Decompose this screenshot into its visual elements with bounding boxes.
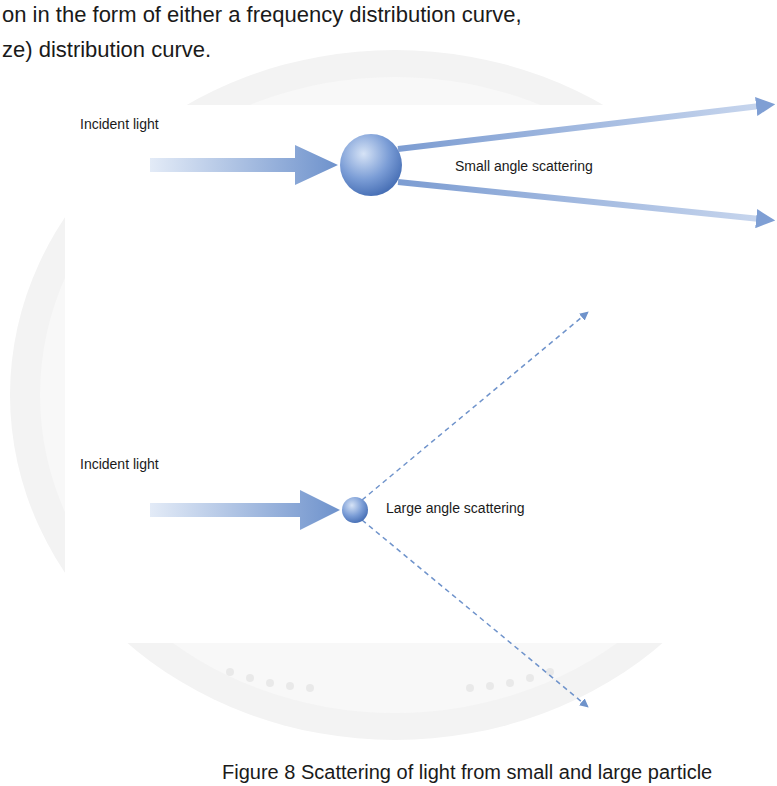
body-text: ze) distribution curve. [2, 37, 211, 63]
scene-label: Incident light [80, 116, 159, 133]
scene-label: Small angle scattering [455, 158, 593, 175]
watermark [10, 50, 777, 740]
incident-arrow [150, 490, 340, 530]
figure-caption: Figure 8 Scattering of light from small … [222, 760, 712, 784]
incident-arrow [150, 145, 338, 185]
body-text: on in the form of either a frequency dis… [2, 2, 522, 28]
small-particle [342, 497, 368, 523]
large-particle [340, 134, 402, 196]
figure-ground [65, 105, 777, 643]
small-angle-scene [150, 106, 760, 219]
large-angle-scene [150, 312, 588, 707]
scattered-ray [362, 312, 588, 500]
scattered-beam [398, 106, 760, 149]
scene-label: Incident light [80, 456, 159, 473]
scene-label: Large angle scattering [386, 500, 525, 517]
scattered-ray [362, 520, 588, 707]
scattered-beam [398, 182, 760, 219]
